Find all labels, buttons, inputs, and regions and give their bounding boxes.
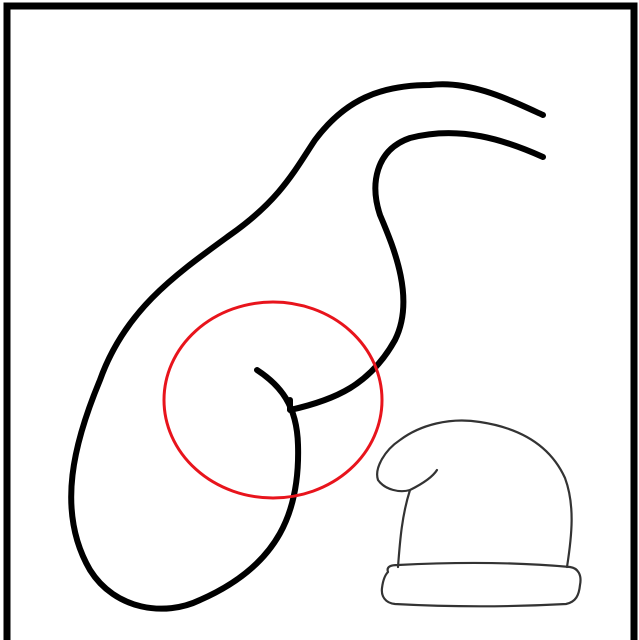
drawing-canvas — [0, 0, 639, 640]
canvas-background — [0, 0, 639, 640]
drawing-svg — [0, 0, 639, 640]
